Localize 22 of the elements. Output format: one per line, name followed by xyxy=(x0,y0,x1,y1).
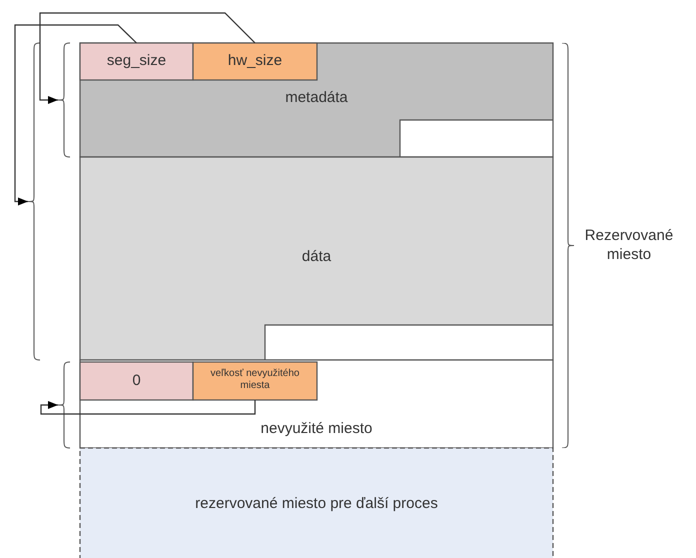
arrow xyxy=(40,400,256,415)
memory-block xyxy=(80,448,553,558)
curly-brace xyxy=(58,43,70,157)
curly-brace xyxy=(58,362,70,448)
field-box xyxy=(193,362,317,400)
block-label: dáta xyxy=(300,248,332,265)
memory-block xyxy=(80,157,553,360)
block-label: nevyužité miesto xyxy=(260,420,374,437)
field-box xyxy=(80,43,193,80)
side-label: Rezervované miesto xyxy=(584,226,674,264)
block-label: veľkosť nevyužitého miesta xyxy=(210,368,300,392)
curly-brace xyxy=(28,43,40,360)
memory-block xyxy=(80,360,553,448)
arrow xyxy=(39,12,256,104)
field-box xyxy=(80,362,193,400)
block-label: hw_size xyxy=(226,52,284,69)
field-box xyxy=(193,43,317,80)
arrow xyxy=(14,24,137,206)
block-label: seg_size xyxy=(106,52,168,69)
block-label: 0 xyxy=(131,372,142,389)
block-label: metadáta xyxy=(284,89,349,106)
block-label: rezervované miesto pre ďalší proces xyxy=(194,495,439,512)
